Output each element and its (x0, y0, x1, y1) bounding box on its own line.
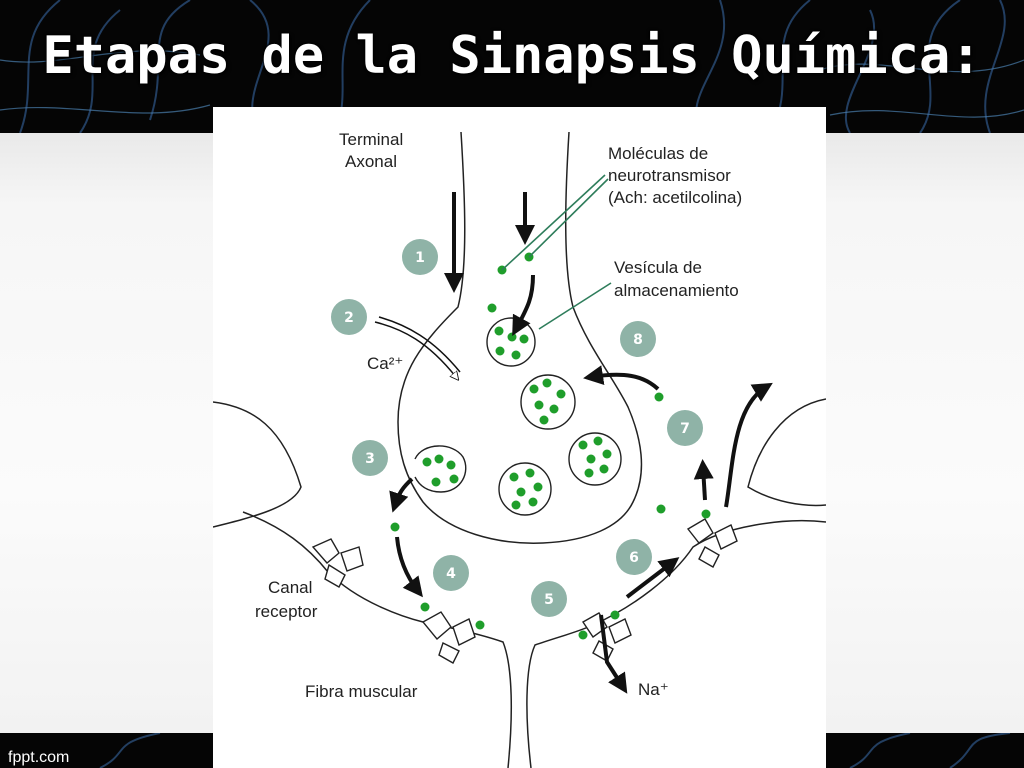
svg-text:8: 8 (633, 332, 643, 348)
receptor-channel-open (581, 612, 632, 662)
label-terminal-line2: Axonal (345, 152, 397, 171)
muscle-fiber-outline (213, 401, 302, 528)
vesicle-docking (486, 317, 536, 367)
leader-lines (501, 174, 612, 330)
step-badge-2: 2 (331, 299, 367, 335)
neurotransmitter-molecules (390, 252, 711, 640)
label-terminal-line1: Terminal (339, 130, 403, 149)
label-vesicle-line2: almacenamiento (614, 281, 739, 300)
svg-text:6: 6 (629, 550, 639, 566)
label-calcium: Ca²⁺ (367, 354, 403, 373)
step-badge-4: 4 (433, 555, 469, 591)
svg-text:4: 4 (446, 566, 456, 582)
receptor-channel-left (311, 538, 364, 588)
label-sodium: Na⁺ (638, 680, 669, 699)
label-molecules-line2: neurotransmisor (608, 166, 731, 185)
vesicle (498, 462, 552, 516)
footer-brand: fppt.com (8, 749, 70, 766)
label-channel-line1: Canal (268, 578, 312, 597)
axon-terminal-outline (397, 131, 643, 544)
label-muscle-fiber: Fibra muscular (305, 682, 418, 701)
calcium-arrow (374, 316, 461, 377)
step-badge-1: 1 (402, 239, 438, 275)
step-badge-8: 8 (620, 321, 656, 357)
svg-text:3: 3 (365, 451, 375, 467)
muscle-fiber-membrane (242, 511, 513, 768)
step-badge-7: 7 (667, 410, 703, 446)
step-badge-3: 3 (352, 440, 388, 476)
label-channel-line2: receptor (255, 602, 318, 621)
step-badge-5: 5 (531, 581, 567, 617)
muscle-fiber-membrane-right (526, 519, 826, 768)
receptor-channel-center (421, 611, 476, 664)
svg-text:5: 5 (544, 592, 554, 608)
process-arrows (389, 192, 773, 694)
vesicle-fusing (414, 445, 467, 493)
receptor-channel-right (686, 518, 738, 568)
synapse-diagram: 1 2 3 4 5 6 7 8 Terminal Axonal Molécula… (213, 107, 826, 768)
step-badge-6: 6 (616, 539, 652, 575)
step-badges: 1 2 3 4 5 6 7 8 (331, 239, 703, 617)
slide-title: Etapas de la Sinapsis Química: (42, 26, 982, 86)
svg-text:7: 7 (680, 421, 690, 437)
svg-text:2: 2 (344, 310, 354, 326)
label-vesicle-line1: Vesícula de (614, 258, 702, 277)
label-molecules-line1: Moléculas de (608, 144, 708, 163)
muscle-fiber-fold-right (747, 398, 826, 507)
label-molecules-line3: (Ach: acetilcolina) (608, 188, 742, 207)
diagram-labels: Terminal Axonal Moléculas de neurotransm… (255, 130, 742, 701)
svg-text:1: 1 (415, 250, 425, 266)
